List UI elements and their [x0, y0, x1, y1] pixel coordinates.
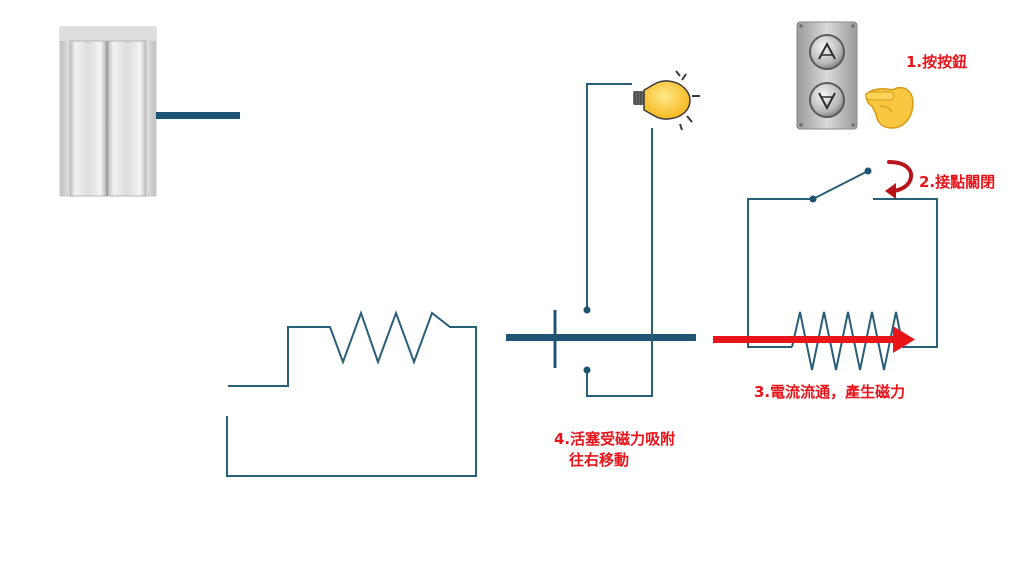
rotate-arrow-icon — [885, 160, 914, 199]
up-arrow-icon — [809, 34, 845, 70]
step1-label: 1.按按鈕 — [906, 53, 968, 71]
step4-line2: 往右移動 — [569, 451, 630, 469]
step4-label: 4.活塞受磁力吸附 往右移動 — [554, 429, 675, 471]
lamp-contact-bottom — [583, 366, 591, 374]
elevator-call-panel-icon — [796, 21, 858, 130]
door-connecting-rod — [156, 112, 240, 119]
switch-tip — [864, 167, 872, 175]
right-coil — [791, 198, 938, 371]
lamp-contact-top — [583, 306, 591, 314]
lamp-wire-right — [586, 128, 653, 397]
switch-pivot — [809, 195, 817, 203]
left-coil-wire-top — [226, 310, 477, 477]
pointing-hand-icon — [865, 86, 914, 129]
step4-line1: 4.活塞受磁力吸附 — [554, 430, 676, 448]
light-bulb-icon — [633, 70, 700, 131]
lamp-wire-left — [586, 83, 632, 310]
down-arrow-icon — [809, 82, 845, 118]
switch-blade — [812, 170, 869, 200]
current-arrow — [713, 326, 915, 353]
step3-label: 3.電流流通，產生磁力 — [754, 383, 906, 401]
elevator-door-icon — [59, 26, 157, 197]
step2-label: 2.接點關閉 — [919, 173, 996, 191]
switch-wire-left — [747, 198, 813, 348]
plunger-rod — [506, 334, 696, 341]
